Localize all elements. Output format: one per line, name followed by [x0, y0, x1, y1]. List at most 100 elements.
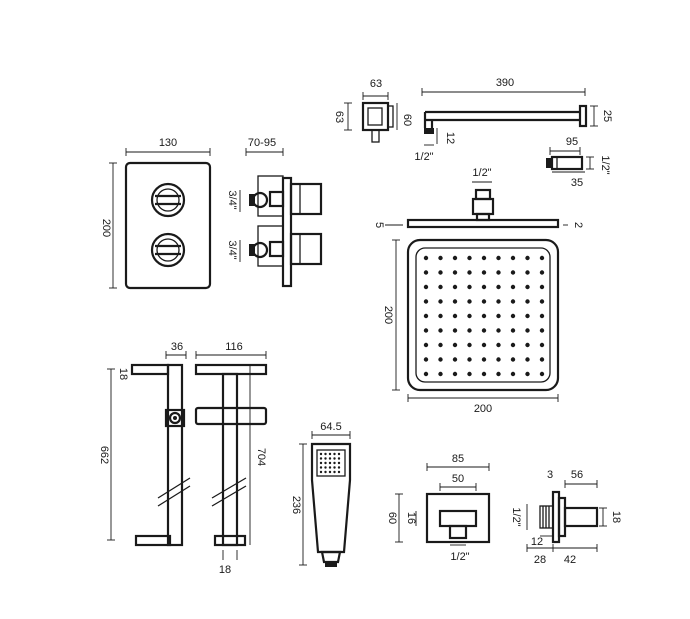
nozzle-dot — [510, 299, 516, 304]
nozzle-dot — [324, 461, 327, 465]
nozzle-dot — [337, 457, 341, 460]
nozzle-dot — [539, 270, 545, 275]
handset-nozzle-grid — [319, 452, 341, 474]
dim-elbow-w: 85 — [452, 453, 464, 465]
nozzle-dot — [319, 470, 323, 474]
nozzle-dot — [337, 466, 341, 469]
nozzle-dot — [319, 461, 323, 465]
nozzle-dot — [496, 299, 501, 304]
nozzle-dot — [510, 284, 516, 290]
nozzle-dot — [467, 328, 472, 333]
nozzle-dot — [481, 313, 487, 319]
nozzle-dot — [467, 255, 472, 261]
dim-elbow-inner-w: 50 — [452, 473, 464, 485]
nozzle-dot — [510, 342, 516, 348]
dim-hose-conn-dia: 35 — [571, 177, 583, 189]
nozzle-dot — [510, 313, 516, 319]
dim-head-thread: 1/2" — [472, 167, 491, 179]
nozzle-dot — [539, 313, 545, 319]
lower-control-knob — [150, 232, 186, 268]
dim-handset-len: 236 — [290, 496, 302, 514]
nozzle-dot — [467, 313, 472, 319]
nozzle-dot — [438, 328, 443, 333]
dim-head-thk-left: 5 — [373, 222, 385, 228]
dim-elbow-side-18: 18 — [610, 511, 622, 523]
nozzle-dot — [539, 299, 545, 304]
nozzle-dot — [496, 342, 501, 348]
dim-valve-inlet-top: 3/4" — [226, 190, 238, 209]
nozzle-dot — [438, 357, 443, 362]
nozzle-dot — [510, 270, 516, 275]
dim-arm-length: 390 — [496, 77, 514, 89]
nozzle-dot — [328, 470, 332, 474]
rail-front-view: 116 18 704 — [194, 341, 268, 576]
nozzle-dot — [539, 255, 545, 261]
dim-rail-bottom: 18 — [219, 564, 231, 576]
nozzle-dot — [423, 357, 429, 362]
nozzle-dot — [525, 342, 530, 348]
nozzle-dot — [324, 457, 327, 460]
nozzle-dot — [496, 371, 501, 377]
nozzle-dot — [525, 313, 530, 319]
dim-head-thk-right: 2 — [572, 222, 584, 228]
dim-rail-depth: 36 — [171, 341, 183, 353]
nozzle-dot — [333, 470, 336, 474]
nozzle-grid — [423, 255, 545, 377]
nozzle-dot — [328, 466, 332, 469]
wall-elbow-side: 3 56 1/2" 18 12 28 42 — [510, 469, 622, 566]
dim-plate-h: 200 — [100, 219, 112, 237]
nozzle-dot — [467, 270, 472, 275]
dim-plate-w: 130 — [159, 137, 177, 149]
nozzle-dot — [539, 357, 545, 362]
nozzle-dot — [481, 299, 487, 304]
nozzle-dot — [319, 457, 323, 460]
handset: 64.5 236 — [290, 421, 352, 567]
nozzle-dot — [319, 452, 323, 456]
nozzle-dot — [467, 284, 472, 290]
nozzle-dot — [438, 371, 443, 377]
nozzle-dot — [438, 299, 443, 304]
nozzle-dot — [423, 284, 429, 290]
dim-rail-length: 662 — [98, 446, 110, 464]
dim-head-size-h: 200 — [474, 403, 492, 415]
nozzle-dot — [438, 342, 443, 348]
nozzle-dot — [333, 461, 336, 465]
dim-elbow-thread: 1/2" — [450, 551, 469, 563]
nozzle-dot — [539, 342, 545, 348]
dim-arm-pipe: 12 — [444, 132, 456, 144]
shower-arm: 390 25 12 1/2" — [414, 77, 613, 163]
dim-elbow-side-28: 28 — [534, 554, 546, 566]
nozzle-dot — [438, 313, 443, 319]
nozzle-dot — [467, 342, 472, 348]
dim-elbow-h: 60 — [386, 512, 398, 524]
dim-hose-conn-len: 95 — [566, 136, 578, 148]
nozzle-dot — [539, 371, 545, 377]
nozzle-dot — [481, 357, 487, 362]
nozzle-dot — [423, 328, 429, 333]
nozzle-dot — [525, 328, 530, 333]
nozzle-dot — [328, 452, 332, 456]
shower-head-profile: 1/2" 5 2 — [373, 167, 584, 229]
shower-head-top-view: 200 200 — [382, 238, 560, 415]
nozzle-dot — [481, 284, 487, 290]
nozzle-dot — [452, 342, 458, 348]
nozzle-dot — [438, 270, 443, 275]
nozzle-dot — [539, 284, 545, 290]
nozzle-dot — [319, 466, 323, 469]
dim-valve-depth: 70-95 — [248, 137, 276, 149]
nozzle-dot — [328, 457, 332, 460]
nozzle-dot — [525, 357, 530, 362]
nozzle-dot — [496, 284, 501, 290]
nozzle-dot — [510, 328, 516, 333]
nozzle-dot — [481, 255, 487, 261]
rail-side-view: 36 18 662 — [98, 341, 191, 547]
nozzle-dot — [452, 313, 458, 319]
dim-elbow-side-56: 56 — [571, 469, 583, 481]
nozzle-dot — [438, 255, 443, 261]
nozzle-dot — [452, 284, 458, 290]
nozzle-dot — [328, 461, 332, 465]
nozzle-dot — [452, 255, 458, 261]
dim-elbow-side-42: 42 — [564, 554, 576, 566]
nozzle-dot — [452, 270, 458, 275]
nozzle-dot — [452, 371, 458, 377]
